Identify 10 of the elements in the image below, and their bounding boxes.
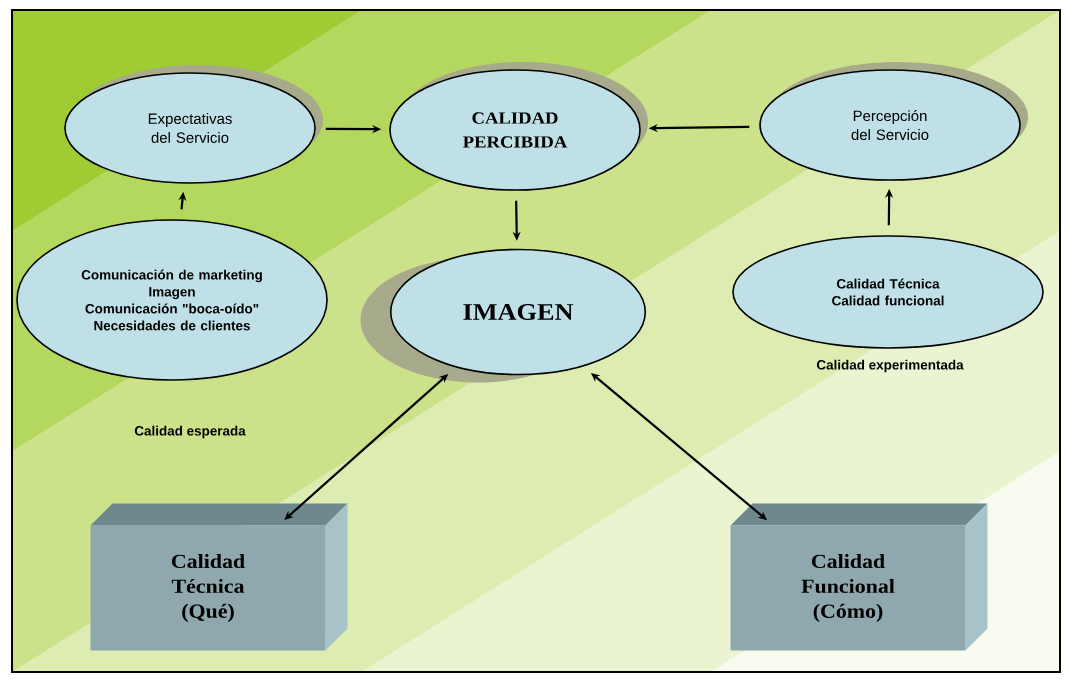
ellipse-node: Comunicación de marketing Imagen Comunicación "boca-oído" Necesidades de clientes	[16, 219, 328, 381]
block-box: Calidad Funcional (Cómo)	[730, 503, 988, 651]
ellipse-node: CALIDAD PERCIBIDA	[389, 62, 648, 191]
ellipse-node: Expectativas del Servicio	[64, 65, 323, 184]
caption-text: Calidad esperada	[134, 425, 246, 439]
block-box: Calidad Técnica (Qué)	[90, 503, 348, 651]
ellipse-node: Calidad Técnica Calidad funcional	[732, 235, 1044, 349]
ellipse-node: Percepción del Servicio	[759, 62, 1028, 181]
caption-text: Calidad experimentada	[816, 359, 964, 373]
ellipse-node: IMAGEN	[360, 248, 647, 383]
